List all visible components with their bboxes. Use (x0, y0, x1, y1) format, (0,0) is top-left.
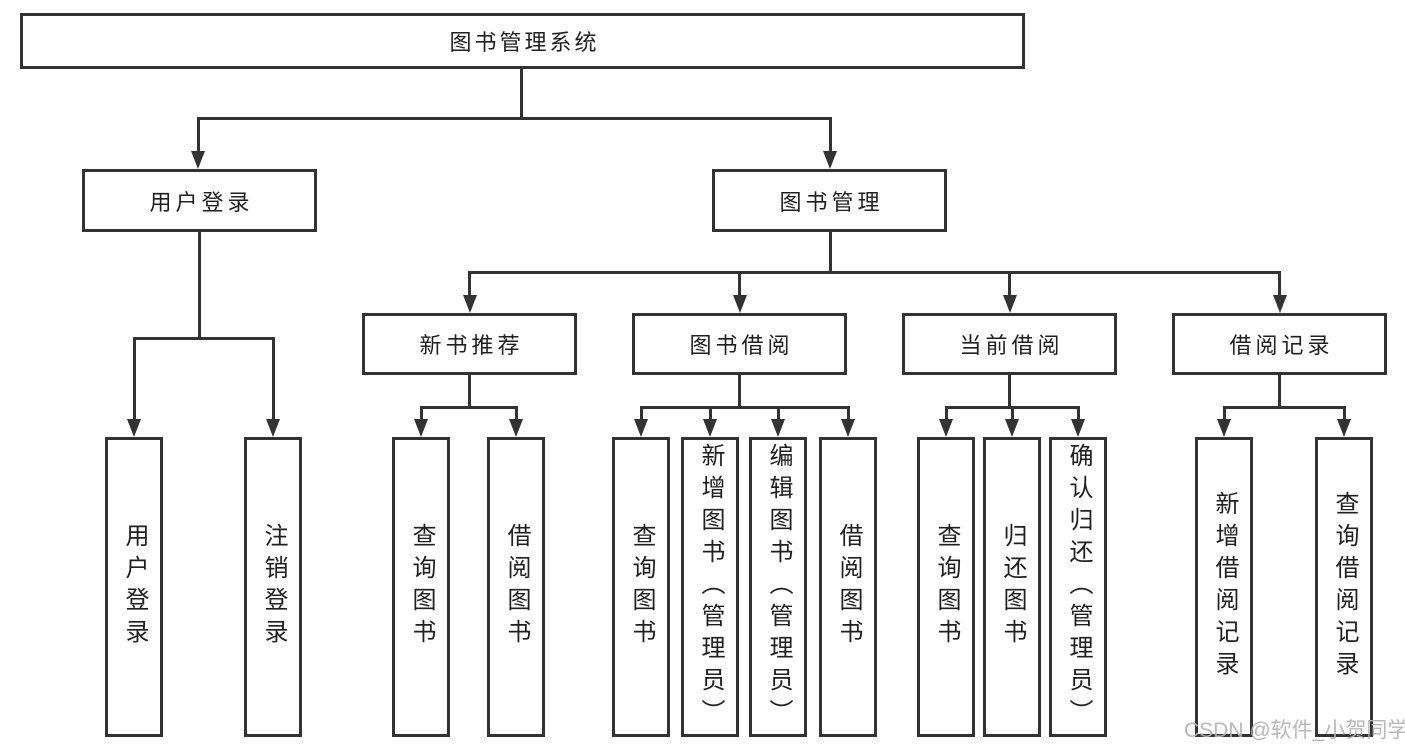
leaf-query-borrow-record: 查询借阅记录 (1315, 437, 1373, 737)
arrow-stem (132, 337, 136, 420)
arrow-down-icon (823, 151, 837, 169)
connector-hline (196, 117, 832, 120)
connector-hline (419, 406, 518, 409)
arrow-down-icon (732, 295, 747, 313)
arrow-down-icon (634, 419, 648, 437)
leaf-recommend-borrow-books: 借阅图书 (487, 437, 545, 737)
node-label: 归还图书 (999, 523, 1026, 651)
arrow-stem (1008, 271, 1011, 296)
arrow-stem (1278, 271, 1281, 296)
node-book-borrow: 图书借阅 (632, 313, 847, 375)
arrow-down-icon (462, 295, 477, 313)
connector-vline (468, 375, 471, 406)
node-label: 图书管理 (779, 189, 884, 215)
csdn-watermark: CSDN @软件_小贺同学 (1184, 719, 1405, 742)
node-label: 用户登录 (149, 189, 254, 215)
arrow-down-icon (1337, 419, 1351, 437)
arrow-down-icon (1217, 419, 1231, 437)
arrow-stem (419, 406, 423, 420)
arrow-stem (1010, 406, 1014, 420)
node-label: 注销登录 (260, 523, 287, 651)
arrow-down-icon (771, 419, 785, 437)
node-label: 用户登录 (121, 523, 148, 651)
node-borrow-record: 借阅记录 (1172, 313, 1387, 375)
connector-hline (1222, 406, 1346, 409)
node-book-management: 图书管理 (712, 169, 947, 232)
node-label: 确认归还（管理员） (1065, 443, 1092, 731)
arrow-stem (738, 271, 741, 296)
leaf-add-books-admin: 新增图书（管理员） (681, 437, 739, 737)
node-label: 查询图书 (933, 523, 960, 651)
node-label: 借阅图书 (503, 523, 530, 651)
arrow-stem (846, 406, 850, 420)
node-library-management-system: 图书管理系统 (20, 13, 1025, 69)
arrow-stem (271, 337, 275, 420)
arrow-stem (1342, 406, 1346, 420)
arrow-stem (196, 117, 200, 152)
arrow-down-icon (841, 419, 855, 437)
node-label: 新增借阅记录 (1211, 491, 1238, 683)
leaf-edit-books-admin: 编辑图书（管理员） (749, 437, 807, 737)
node-label: 借阅记录 (1229, 333, 1334, 358)
leaf-add-borrow-record: 新增借阅记录 (1195, 437, 1253, 737)
arrow-down-icon (1071, 419, 1085, 437)
arrow-down-icon (127, 419, 141, 437)
leaf-borrow-borrow-books: 借阅图书 (819, 437, 877, 737)
connector-vline (738, 375, 741, 406)
node-label: 编辑图书（管理员） (765, 443, 792, 731)
arrow-stem (514, 406, 518, 420)
connector-hline (468, 271, 1281, 274)
arrow-stem (708, 406, 712, 420)
connector-vline (197, 232, 201, 337)
node-label: 新增图书（管理员） (697, 443, 724, 731)
arrow-stem (1076, 406, 1080, 420)
node-user-login: 用户登录 (82, 169, 317, 232)
node-current-borrow: 当前借阅 (902, 313, 1117, 375)
leaf-user-login: 用户登录 (105, 437, 163, 737)
arrow-down-icon (191, 151, 205, 169)
arrow-down-icon (703, 419, 717, 437)
arrow-stem (944, 406, 948, 420)
arrow-down-icon (1272, 295, 1287, 313)
leaf-return-books: 归还图书 (983, 437, 1041, 737)
connector-hline (132, 337, 275, 340)
arrow-down-icon (266, 419, 280, 437)
connector-vline (1278, 375, 1281, 406)
leaf-logout: 注销登录 (244, 437, 302, 737)
connector-hline (639, 406, 850, 409)
node-label: 图书管理系统 (449, 30, 600, 55)
node-label: 借阅图书 (835, 523, 862, 651)
arrow-down-icon (939, 419, 953, 437)
arrow-down-icon (509, 419, 523, 437)
connector-vline (1008, 375, 1011, 406)
connector-vline (828, 232, 832, 271)
node-label: 查询图书 (408, 523, 435, 651)
node-label: 图书借阅 (689, 333, 794, 358)
leaf-recommend-query-books: 查询图书 (392, 437, 450, 737)
node-label: 查询借阅记录 (1331, 491, 1358, 683)
arrow-down-icon (414, 419, 428, 437)
node-label: 当前借阅 (959, 333, 1064, 358)
arrow-stem (776, 406, 780, 420)
arrow-down-icon (1002, 295, 1017, 313)
leaf-current-query-books: 查询图书 (917, 437, 975, 737)
node-label: 查询图书 (628, 523, 655, 651)
arrow-stem (828, 117, 832, 152)
arrow-stem (468, 271, 471, 296)
arrow-stem (639, 406, 643, 420)
connector-vline (520, 69, 523, 117)
leaf-borrow-query-books: 查询图书 (612, 437, 670, 737)
arrow-stem (1222, 406, 1226, 420)
node-new-book-recommend: 新书推荐 (362, 313, 577, 375)
leaf-confirm-return-admin: 确认归还（管理员） (1049, 437, 1107, 737)
arrow-down-icon (1005, 419, 1019, 437)
node-label: 新书推荐 (419, 333, 524, 358)
